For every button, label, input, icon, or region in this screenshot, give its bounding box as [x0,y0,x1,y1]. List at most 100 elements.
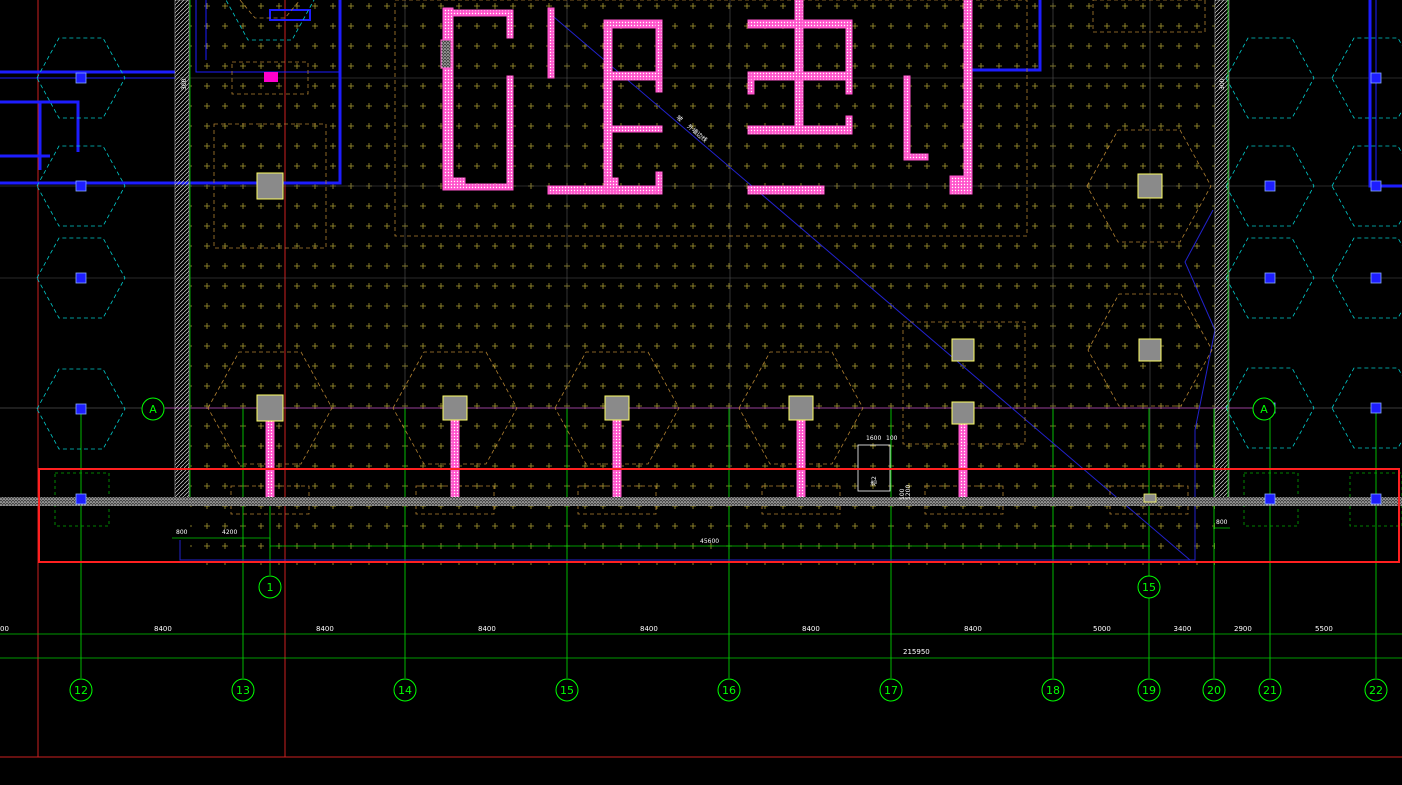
hex-cyan [1331,145,1402,227]
right-wall-hatch [1214,0,1230,506]
dim-text: 3400 [1174,625,1192,633]
axis-bubble-19[interactable]: 19 [1137,678,1161,702]
hex-pile-caps-cyan [36,0,1402,450]
blue-point [1370,72,1382,84]
pile-square [604,395,630,421]
hex-orange [554,351,680,465]
hex-cyan [36,368,126,450]
axis-bubble-label: 14 [398,684,412,697]
dim-text: 2900 [1234,625,1252,633]
svg-text:坡: 坡 [675,113,685,123]
blue-beams-left [0,0,342,185]
hex-cyan [36,237,126,319]
axis-bubble-16[interactable]: 16 [717,678,741,702]
axis-bubble-circle [1137,678,1161,702]
dim-text: 8400 [316,625,334,633]
pile-square [256,172,284,200]
dim-text: 8400 [640,625,658,633]
axis-bubble-circle [1258,678,1282,702]
pile-square [951,338,975,362]
axis-bubble-20[interactable]: 20 [1202,678,1226,702]
dim-left-small-a: 800 [176,529,188,536]
axis-bubble-upper-1[interactable]: 1 [258,575,282,599]
axis-bubble-22[interactable]: 22 [1364,678,1388,702]
column-stub [612,419,622,501]
hex-cyan [36,145,126,227]
dim-inner-span: 45600 [700,538,719,545]
hex-orange [1087,293,1213,407]
selection-rectangle[interactable] [38,468,1400,563]
axis-bubble-row-a-right[interactable]: A [1252,397,1276,421]
pile-square [256,394,284,422]
axis-bubble-circle [141,397,165,421]
axis-bubble-label: A [1260,403,1268,416]
blue-point [75,272,87,284]
grid-lines-faint [0,0,1402,470]
wall-dim-left: 300 [181,78,188,90]
axis-bubble-circle [717,678,741,702]
axis-bubble-circle [1041,678,1065,702]
hex-cyan [1331,37,1402,119]
axis-bubble-circle [1137,575,1161,599]
axis-bubble-label: 17 [884,684,898,697]
dim-box-b: 100 [886,435,898,442]
blue-point [1370,493,1382,505]
hex-orange [207,351,333,465]
axis-bubble-label: 15 [560,684,574,697]
hex-pile-caps-orange [207,129,1213,465]
dim-text: 8400 [964,625,982,633]
axis-bubble-upper-15[interactable]: 15 [1137,575,1161,599]
hex-cyan [1225,37,1315,119]
axis-bubble-21[interactable]: 21 [1258,678,1282,702]
blue-point [1370,180,1382,192]
dim-text: 8400 [802,625,820,633]
axis-bubble-14[interactable]: 14 [393,678,417,702]
blue-point [1264,180,1276,192]
axis-bubble-label: A [149,403,157,416]
axis-bubble-label: 18 [1046,684,1060,697]
hex-orange [1086,129,1212,243]
blue-point [75,493,87,505]
magenta-block [264,72,278,82]
axis-bubble-label: 13 [236,684,250,697]
axis-bubble-circle [258,575,282,599]
blue-point [1370,272,1382,284]
axis-bubble-label: 22 [1369,684,1383,697]
axis-bubble-label: 16 [722,684,736,697]
dim-overall: 215950 [903,648,930,656]
shear-walls-magenta[interactable] [440,0,973,195]
inner-dim-lines [172,527,1230,548]
axis-bubble-13[interactable]: 13 [231,678,255,702]
hex-cyan [225,0,315,41]
axis-bubble-label: 1 [267,581,274,594]
axis-bubble-label: 15 [1142,581,1156,594]
dim-right-small: 800 [1216,519,1228,526]
hex-cyan [1331,237,1402,319]
left-wall-hatch [174,0,190,506]
axis-bubbles[interactable]: 12 13 14 15 16 17 18 19 20 21 22 1 15 A A [69,397,1388,702]
hex-orange [738,351,864,465]
hex-cyan [1225,367,1315,449]
pile-squares[interactable] [256,172,1163,503]
pile-square [1137,173,1163,199]
axis-bubble-18[interactable]: 18 [1041,678,1065,702]
column-stub [796,419,806,501]
axis-bubble-17[interactable]: 17 [879,678,903,702]
blue-point [1264,272,1276,284]
axis-bubble-circle [555,678,579,702]
hex-cyan [1331,367,1402,449]
axis-bubble-12[interactable]: 12 [69,678,93,702]
dim-box-c: 1200 [905,485,912,500]
column-stub [450,419,460,501]
dim-box-a: 1600 [866,435,881,442]
dim-left-small-b: 4200 [222,529,237,536]
axis-bubble-row-a-left[interactable]: A [141,397,165,421]
column-stub [265,419,275,501]
dim-text: 8400 [478,625,496,633]
column-stub [958,419,968,501]
axis-bubble-15[interactable]: 15 [555,678,579,702]
bottom-wall-strip [0,497,1402,506]
axis-bubble-circle [393,678,417,702]
axis-bubble-circle [231,678,255,702]
